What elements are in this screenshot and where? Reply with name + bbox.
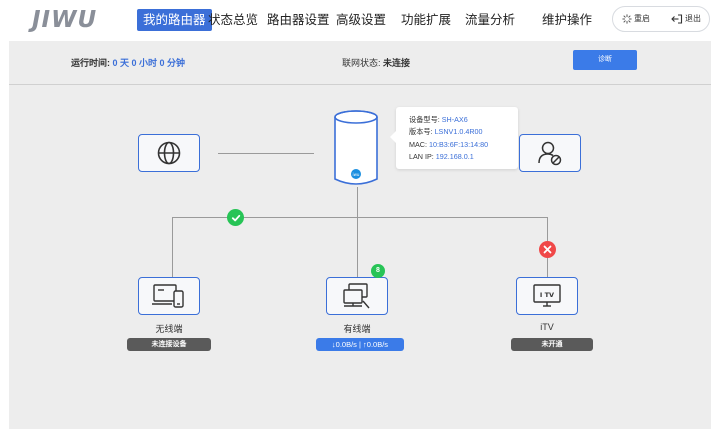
diagnose-button[interactable]: 诊断 bbox=[573, 50, 637, 70]
reboot-button[interactable]: 重启 bbox=[622, 7, 650, 31]
nav-traffic-analysis[interactable]: 流量分析 bbox=[465, 13, 516, 27]
itv-label: iTV bbox=[540, 322, 554, 332]
router-info-card: 设备型号: SH-AX6 版本号: LSNV1.0.4R00 MAC: 10:B… bbox=[390, 107, 518, 169]
globe-icon bbox=[157, 141, 181, 165]
main-panel: 运行时间: 0 天 0 小时 0 分钟 联网状态: 未连接 诊断 bbox=[9, 41, 711, 429]
lan-ip-label: LAN IP: bbox=[409, 151, 434, 161]
mac-row: MAC: 10:B3:6F:13:14:80 bbox=[409, 139, 518, 151]
wan-connection-line bbox=[218, 153, 314, 154]
wired-branch-line bbox=[357, 217, 358, 277]
nav-my-router[interactable]: 我的路由器 bbox=[137, 9, 212, 31]
mac-label: MAC: bbox=[409, 139, 427, 149]
nav-status-overview[interactable]: 状态总览 bbox=[208, 13, 259, 27]
device-model-row: 设备型号: SH-AX6 bbox=[409, 114, 518, 126]
logout-button[interactable]: 退出 bbox=[671, 7, 701, 31]
jiwu-logo: JIWU bbox=[32, 7, 98, 33]
tv-icon-text: I TV bbox=[540, 291, 554, 299]
wired-device-count-badge: 8 bbox=[371, 264, 385, 278]
top-header: JIWU 我的路由器 状态总览 路由器设置 高级设置 功能扩展 流量分析 维护操… bbox=[0, 0, 720, 40]
nav-advanced-settings[interactable]: 高级设置 bbox=[336, 13, 387, 27]
network-value: 未连接 bbox=[383, 58, 411, 68]
svg-text:iwu: iwu bbox=[353, 172, 360, 177]
router-drop-line bbox=[357, 187, 358, 217]
reboot-label: 重启 bbox=[634, 14, 650, 23]
laptop-phone-icon bbox=[152, 284, 184, 308]
network-label: 联网状态: bbox=[342, 58, 381, 68]
nav-router-settings[interactable]: 路由器设置 bbox=[267, 13, 330, 27]
top-action-group: 重启 退出 bbox=[612, 6, 710, 32]
network-status: 联网状态: 未连接 bbox=[342, 56, 410, 69]
close-icon bbox=[543, 245, 552, 254]
user-admin-icon bbox=[538, 141, 562, 166]
uptime-status: 运行时间: 0 天 0 小时 0 分钟 bbox=[71, 56, 185, 69]
admin-user-node[interactable] bbox=[519, 134, 581, 172]
wireless-status-pill: 未连接设备 bbox=[127, 338, 211, 351]
check-icon bbox=[231, 214, 240, 221]
device-model-value: SH-AX6 bbox=[441, 115, 468, 124]
wireless-status-ok bbox=[227, 209, 244, 226]
lan-ip-value: 192.168.0.1 bbox=[435, 151, 474, 161]
wireless-device-node[interactable] bbox=[138, 277, 200, 315]
itv-status-pill: 未开通 bbox=[511, 338, 593, 351]
nav-maintenance[interactable]: 维护操作 bbox=[542, 13, 593, 27]
uptime-label: 运行时间: bbox=[71, 58, 110, 68]
wired-speed-pill: ↓0.0B/s | ↑0.0B/s bbox=[316, 338, 404, 351]
wireless-branch-line bbox=[172, 217, 173, 277]
nav-feature-extensions[interactable]: 功能扩展 bbox=[401, 13, 452, 27]
version-value: LSNV1.0.4R00 bbox=[434, 127, 483, 137]
tv-icon: I TV bbox=[533, 284, 561, 307]
uptime-value: 0 天 0 小时 0 分钟 bbox=[112, 58, 186, 68]
status-bar: 运行时间: 0 天 0 小时 0 分钟 联网状态: 未连接 诊断 bbox=[9, 41, 711, 85]
internet-node[interactable] bbox=[138, 134, 200, 172]
loading-spinner-icon bbox=[622, 14, 632, 24]
itv-device-node[interactable]: I TV bbox=[516, 277, 578, 315]
logout-icon bbox=[671, 14, 683, 24]
itv-status-error bbox=[539, 241, 556, 258]
wired-label: 有线端 bbox=[343, 324, 371, 334]
wireless-label: 无线端 bbox=[155, 324, 183, 334]
version-label: 版本号: bbox=[409, 127, 433, 137]
version-row: 版本号: LSNV1.0.4R00 bbox=[409, 126, 518, 138]
wired-device-node[interactable] bbox=[326, 277, 388, 315]
device-model-label: 设备型号: bbox=[409, 115, 440, 124]
lan-bus-line bbox=[172, 217, 548, 218]
desktop-computer-icon bbox=[343, 283, 370, 309]
mac-value: 10:B3:6F:13:14:80 bbox=[428, 139, 489, 149]
router-device-icon[interactable]: iwu bbox=[332, 109, 380, 189]
logout-label: 退出 bbox=[685, 14, 701, 23]
lan-ip-row: LAN IP: 192.168.0.1 bbox=[409, 151, 518, 163]
